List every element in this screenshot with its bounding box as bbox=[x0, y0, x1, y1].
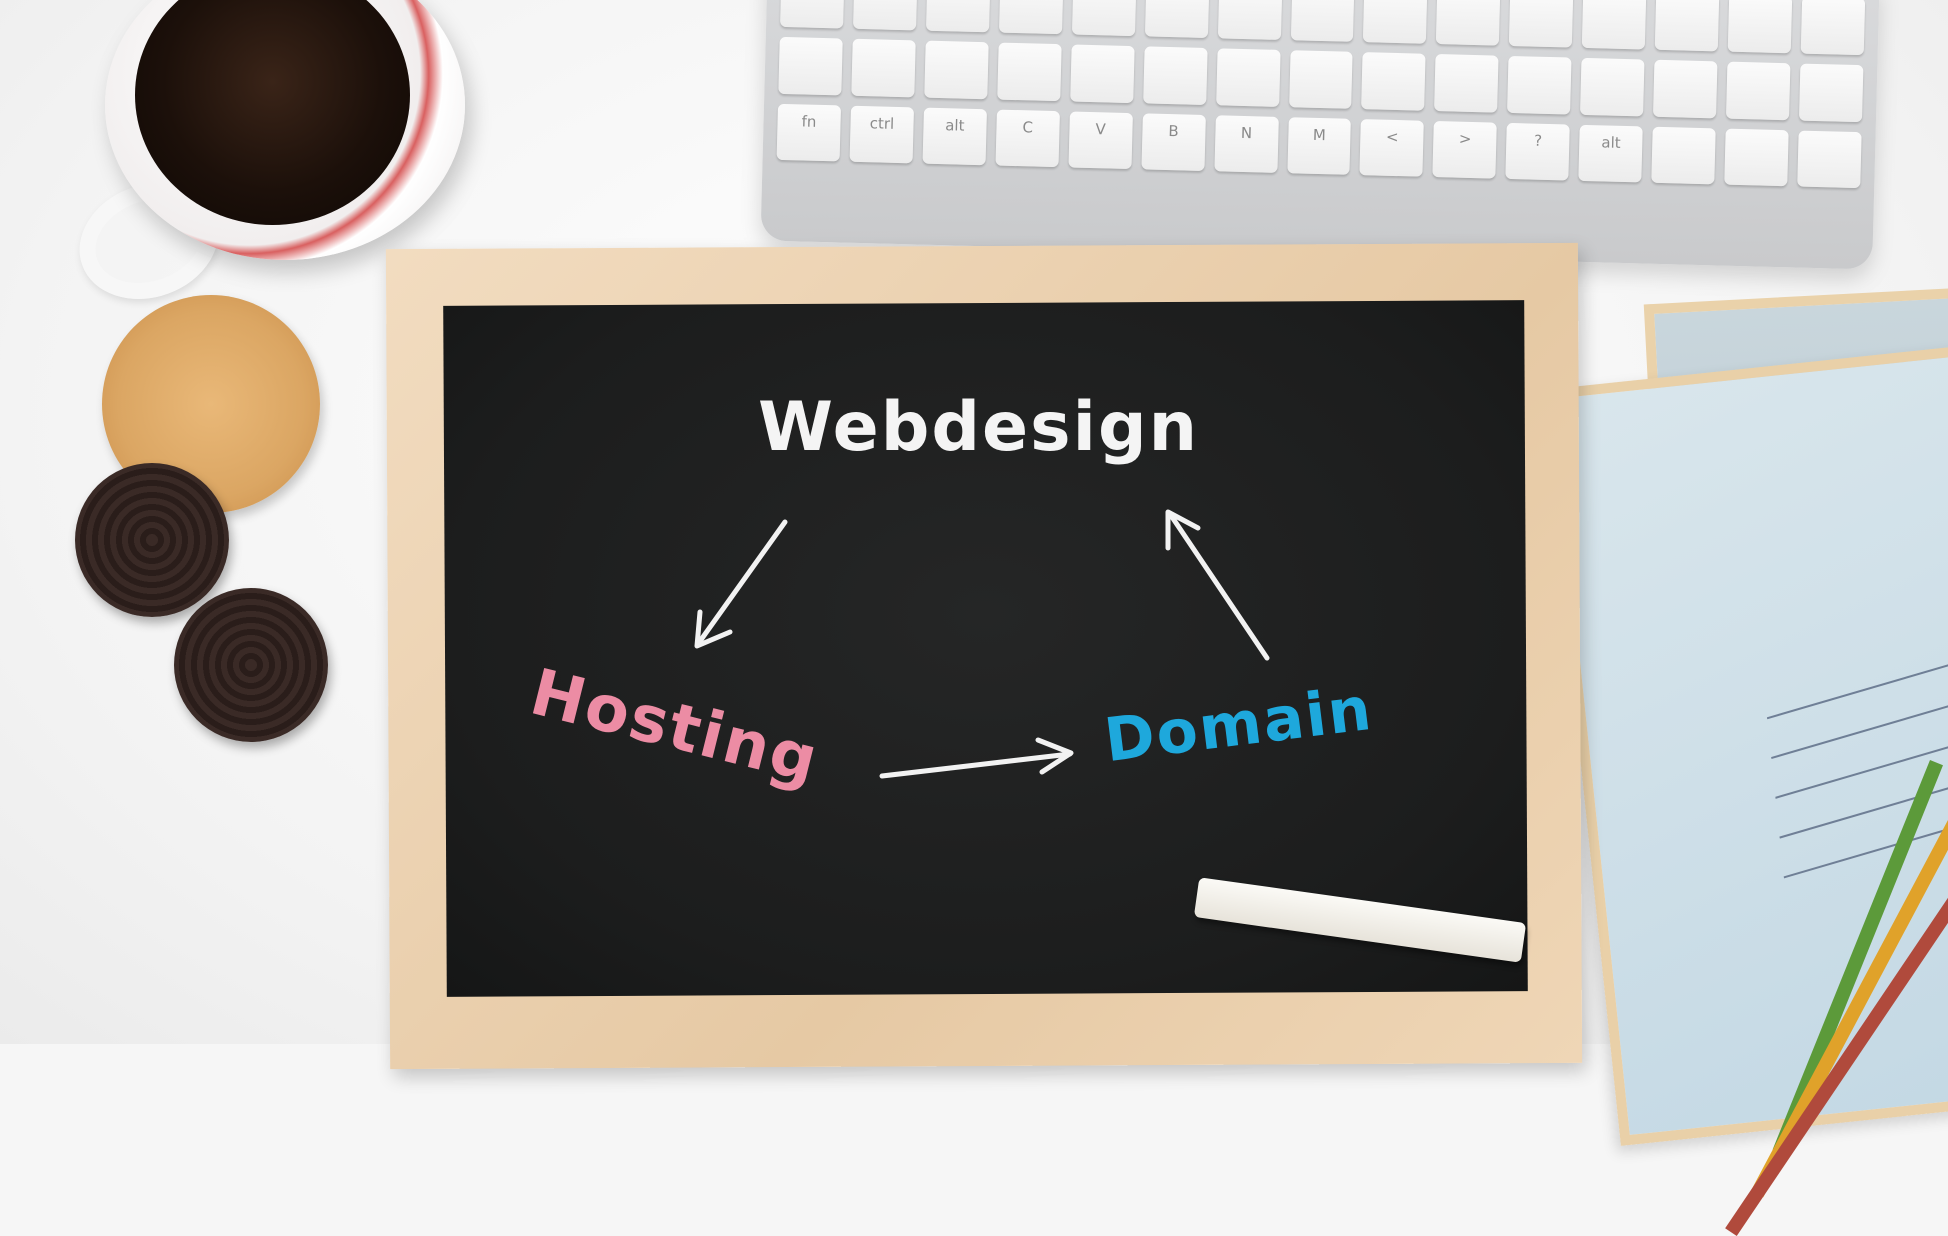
arrow-webdesign-to-hosting bbox=[694, 519, 788, 649]
coffee bbox=[135, 0, 410, 225]
notebook-lines bbox=[1766, 654, 1948, 879]
arrow-hosting-to-domain bbox=[879, 737, 1074, 779]
arrow-domain-to-webdesign bbox=[1165, 509, 1270, 661]
word-webdesign: Webdesign bbox=[758, 388, 1200, 467]
notebook bbox=[1541, 344, 1948, 1146]
oreo-cookie bbox=[75, 463, 229, 617]
oreo-cookie bbox=[174, 588, 328, 742]
chalk-arrows bbox=[0, 0, 1948, 1044]
